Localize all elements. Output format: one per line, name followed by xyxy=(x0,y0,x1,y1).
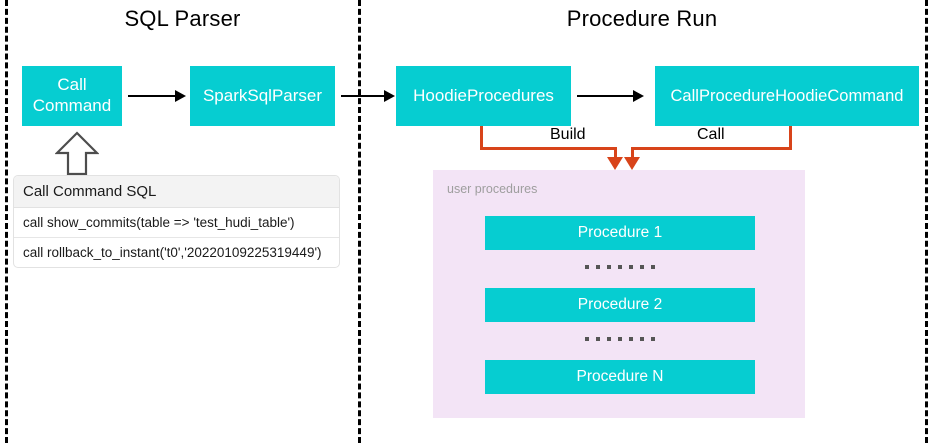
user-procedures-label: user procedures xyxy=(447,182,538,196)
flow-arrow-3-line xyxy=(577,95,634,97)
call-command-sql-table: Call Command SQL call show_commits(table… xyxy=(14,176,339,267)
sql-table-row[interactable]: call show_commits(table => 'test_hudi_ta… xyxy=(14,208,339,238)
procedure-item[interactable]: Procedure 1 xyxy=(485,216,755,250)
build-connector-vertical-left xyxy=(480,126,483,150)
divider-left xyxy=(5,0,8,443)
call-connector-vertical-down xyxy=(631,147,634,160)
divider-right xyxy=(925,0,928,443)
sql-table-header: Call Command SQL xyxy=(14,176,339,208)
connector-label-build: Build xyxy=(545,126,591,144)
procedure-item[interactable]: Procedure 2 xyxy=(485,288,755,322)
flow-arrow-2-line xyxy=(341,95,385,97)
call-arrow-head-icon xyxy=(624,157,640,170)
call-connector-horizontal xyxy=(631,147,792,150)
build-arrow-head-icon xyxy=(607,157,623,170)
ellipsis-dots-1 xyxy=(485,265,755,269)
node-hoodie-procedures[interactable]: HoodieProcedures xyxy=(396,66,571,126)
flow-arrow-1-head-icon xyxy=(175,90,186,102)
call-connector-vertical-right xyxy=(789,126,792,150)
sql-table-row[interactable]: call rollback_to_instant('t0','202201092… xyxy=(23,245,322,260)
divider-middle xyxy=(358,0,361,443)
connector-label-call: Call xyxy=(692,126,730,144)
node-call-procedure-hoodie-command[interactable]: CallProcedureHoodieCommand xyxy=(655,66,919,126)
section-title-procedure-run: Procedure Run xyxy=(566,6,718,31)
node-call-command[interactable]: Call Command xyxy=(22,66,122,126)
section-title-sql-parser: SQL Parser xyxy=(124,6,241,31)
flow-arrow-3-head-icon xyxy=(633,90,644,102)
flow-arrow-2-head-icon xyxy=(384,90,395,102)
ellipsis-dots-2 xyxy=(485,337,755,341)
build-connector-vertical-down xyxy=(614,147,617,160)
build-connector-horizontal xyxy=(480,147,617,150)
node-spark-sql-parser[interactable]: SparkSqlParser xyxy=(190,66,335,126)
flow-arrow-1-line xyxy=(128,95,176,97)
hollow-up-arrow-icon xyxy=(55,131,99,176)
procedure-item[interactable]: Procedure N xyxy=(485,360,755,394)
